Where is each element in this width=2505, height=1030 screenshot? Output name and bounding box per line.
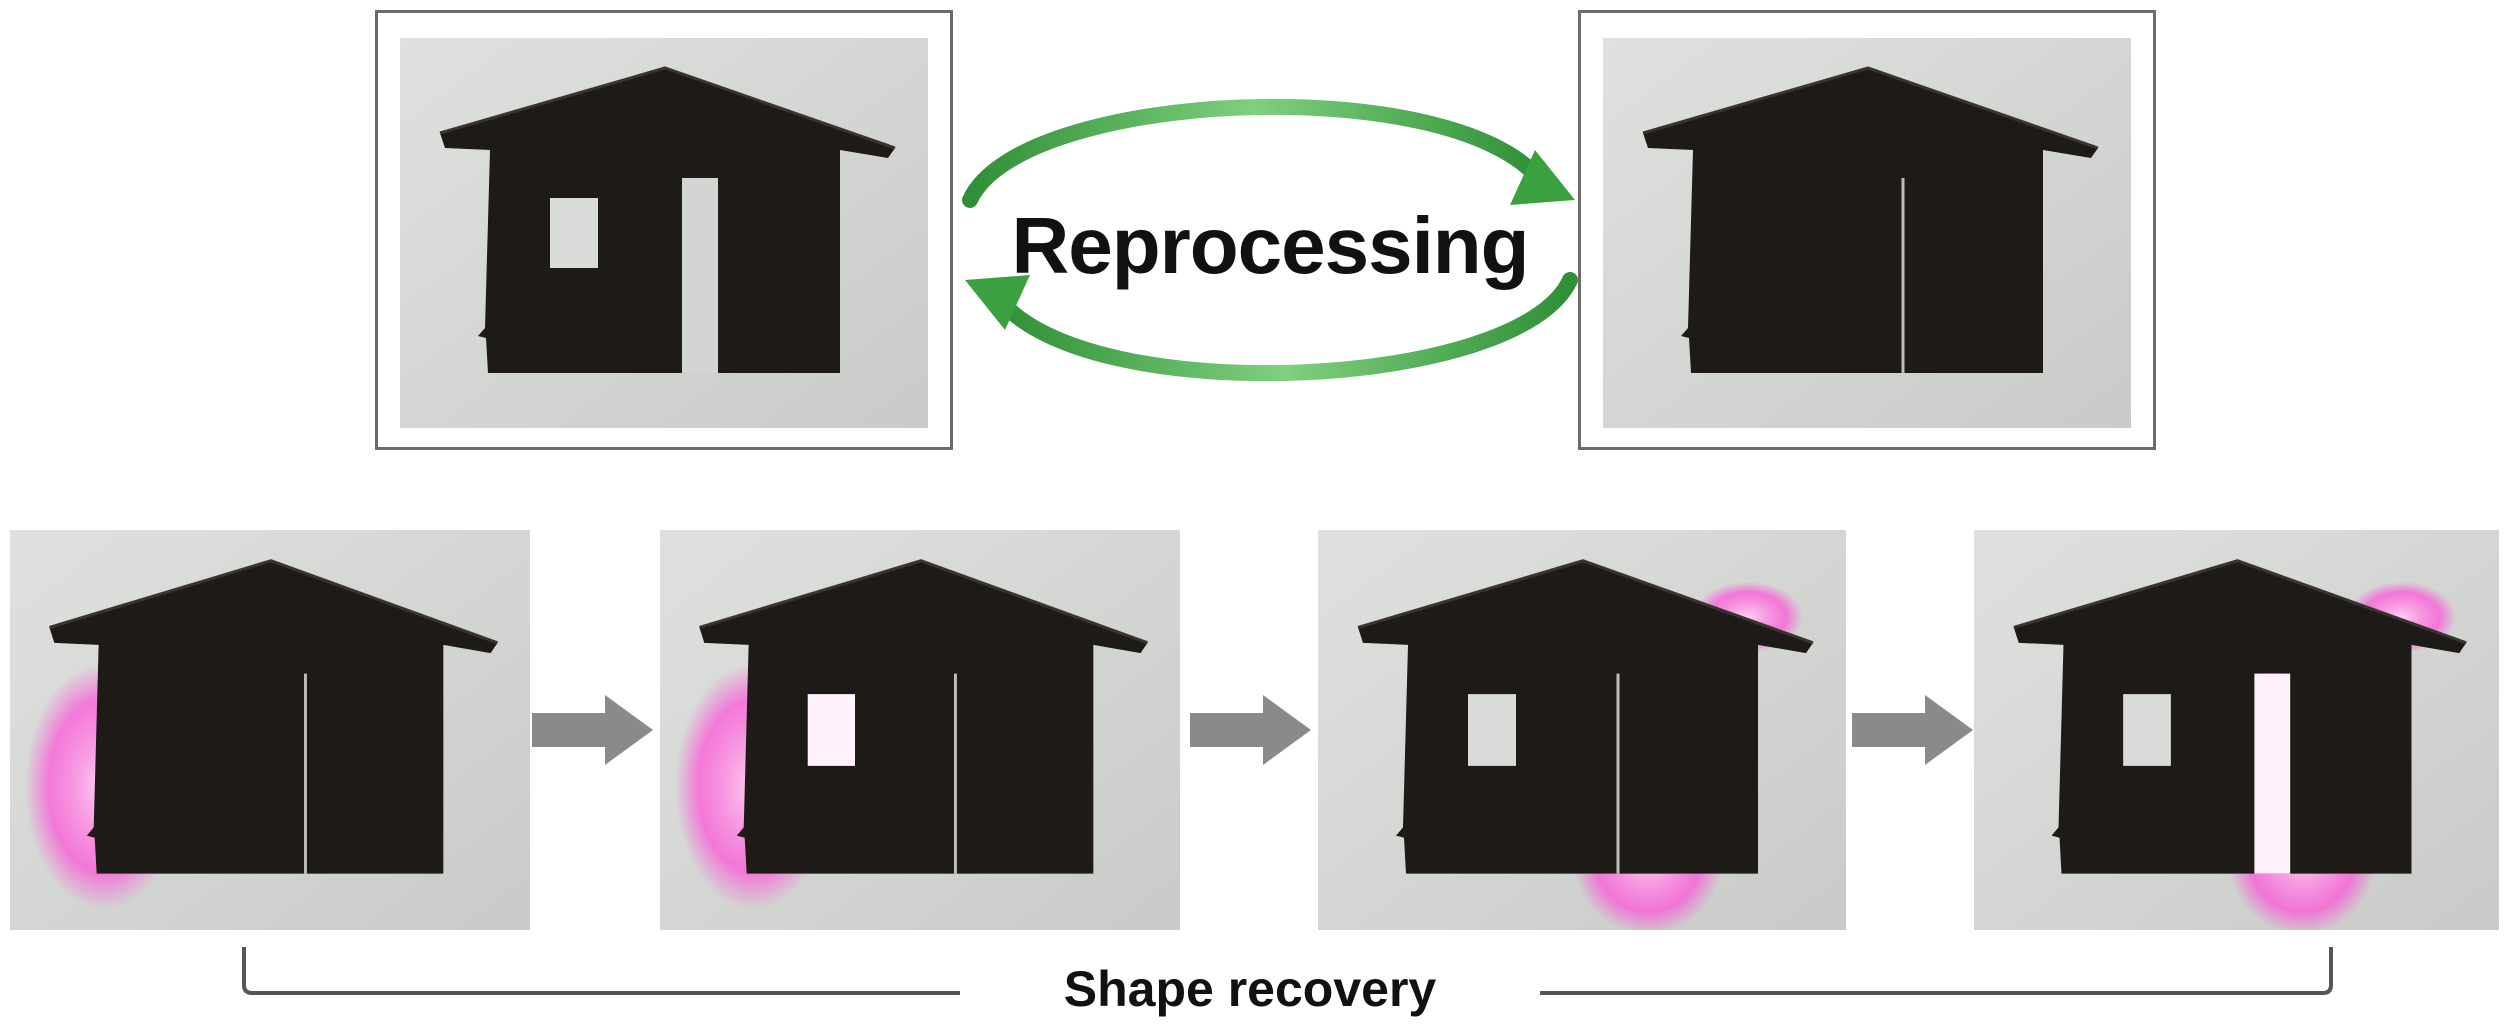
house-image bbox=[10, 530, 530, 930]
cycle-arrowhead-left bbox=[965, 275, 1030, 330]
house-silhouette bbox=[2013, 560, 2467, 874]
roof-edge bbox=[439, 66, 896, 150]
reprocessed-house-photo bbox=[1603, 38, 2131, 428]
house-image bbox=[1974, 530, 2499, 930]
cycle-arrow-bottom bbox=[992, 272, 1578, 382]
reprocessing-cycle-arrows bbox=[962, 98, 1578, 382]
window-opening bbox=[1468, 694, 1516, 766]
roof-edge bbox=[1357, 559, 1814, 645]
step-arrow-3 bbox=[1852, 695, 1973, 765]
reprocessing-label: Reprocessing bbox=[1011, 201, 1529, 290]
shape-recovery-label: Shape recovery bbox=[960, 960, 1540, 1018]
window-opening bbox=[807, 694, 855, 766]
house-image bbox=[1603, 38, 2131, 428]
roof-edge bbox=[1642, 66, 2099, 150]
roof-edge bbox=[48, 559, 498, 645]
recovery-photo-1 bbox=[10, 530, 530, 930]
door-opening bbox=[682, 178, 718, 373]
window-opening bbox=[2123, 694, 2171, 766]
damaged-house-photo bbox=[400, 38, 928, 428]
roof-edge bbox=[698, 559, 1148, 645]
step-arrow-1 bbox=[532, 695, 653, 765]
house-silhouette bbox=[49, 560, 498, 874]
house-image bbox=[400, 38, 928, 428]
house-silhouette bbox=[699, 560, 1148, 874]
cycle-arrowhead-right bbox=[1510, 150, 1575, 205]
recovery-photo-4 bbox=[1974, 530, 2499, 930]
top-left-frame bbox=[375, 10, 953, 450]
house-image bbox=[1318, 530, 1846, 930]
top-right-frame bbox=[1578, 10, 2156, 450]
house-silhouette bbox=[440, 68, 895, 373]
cycle-arrow-top bbox=[962, 98, 1548, 208]
house-silhouette bbox=[1643, 68, 2098, 373]
door-opening bbox=[2254, 673, 2291, 874]
recovery-photo-3 bbox=[1318, 530, 1846, 930]
roof-edge bbox=[2013, 559, 2467, 645]
house-image bbox=[660, 530, 1180, 930]
recovery-photo-2 bbox=[660, 530, 1180, 930]
window-opening bbox=[550, 198, 598, 268]
house-silhouette bbox=[1358, 560, 1813, 874]
step-arrow-2 bbox=[1190, 695, 1311, 765]
